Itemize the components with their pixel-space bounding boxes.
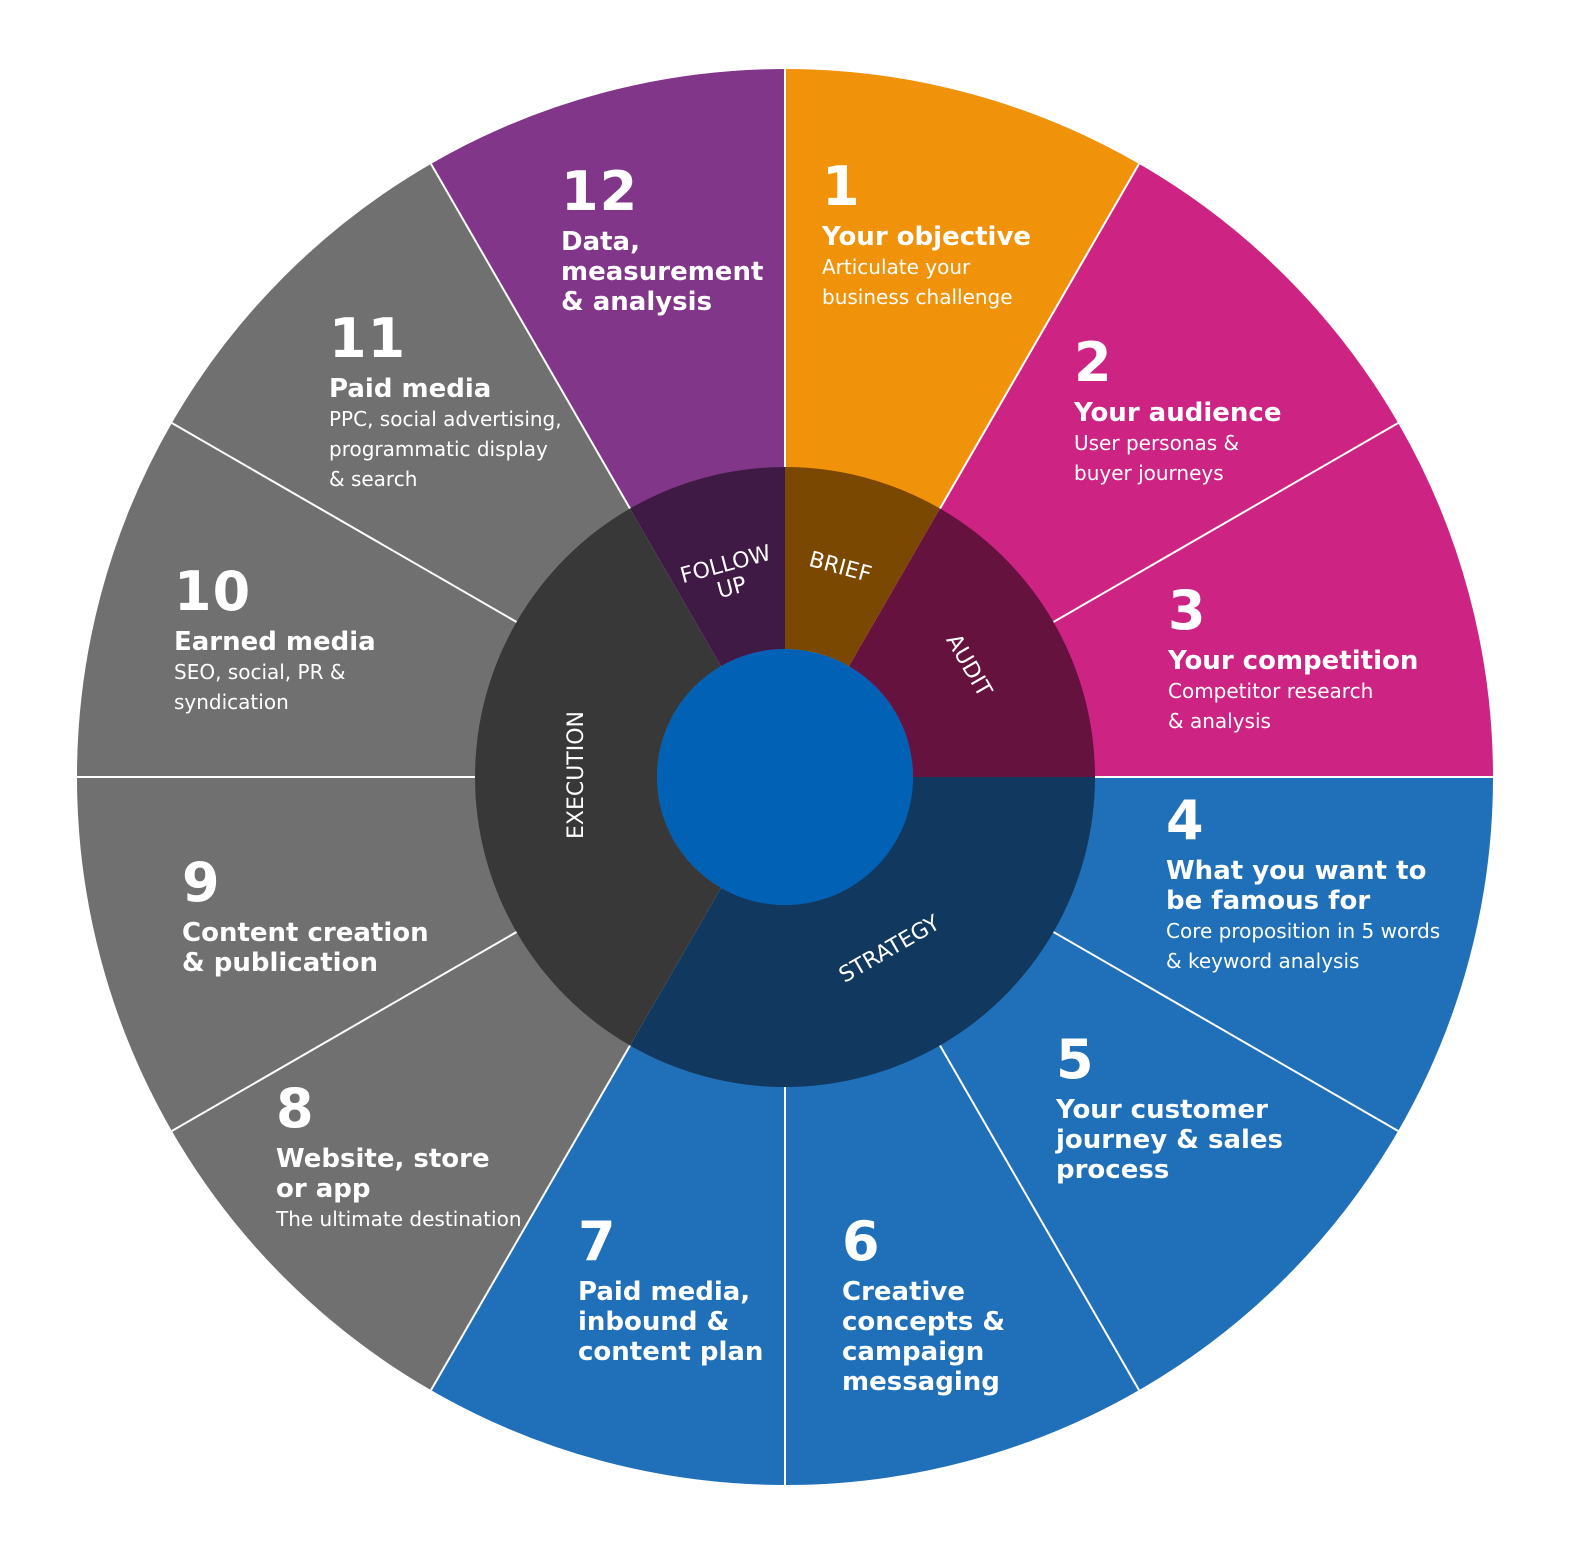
segment-1-label: 1 Your objective Articulate your busines… (822, 160, 1031, 312)
phase-audit-wedge (849, 508, 1095, 777)
segment-8-label: 8 Website, store or app The ultimate des… (276, 1082, 522, 1234)
segment-description: Articulate your business challenge (822, 255, 1013, 309)
segment-number: 1 (822, 155, 861, 218)
segment-title: Data, measurement & analysis (561, 227, 764, 317)
segment-title: What you want to be famous for (1166, 856, 1427, 916)
segment-title: Website, store or app (276, 1144, 490, 1204)
phase-followup-wedge (630, 467, 785, 667)
segment-title: Your audience (1074, 398, 1282, 428)
segment-2-label: 2 Your audience User personas & buyer jo… (1074, 336, 1281, 488)
segment-description: Competitor research & analysis (1168, 679, 1374, 733)
segment-title: Paid media, inbound & content plan (578, 1277, 764, 1367)
segment-12-label: 12 Data, measurement & analysis (561, 160, 764, 318)
segment-number: 7 (578, 1210, 617, 1273)
segment-number: 6 (842, 1210, 881, 1273)
segment-9-label: 9 Content creation & publication (182, 851, 429, 979)
segment-number: 9 (182, 851, 221, 914)
segment-number: 12 (561, 160, 639, 223)
segment-11-label: 11 Paid media PPC, social advertising, p… (329, 312, 562, 494)
segment-number: 4 (1166, 789, 1205, 852)
segment-3-label: 3 Your competition Competitor research &… (1168, 584, 1418, 736)
segment-title: Paid media (329, 374, 492, 404)
segment-10-label: 10 Earned media SEO, social, PR & syndic… (174, 565, 376, 717)
segment-description: User personas & buyer journeys (1074, 431, 1240, 485)
segment-title: Your objective (822, 222, 1032, 252)
segment-description: The ultimate destination (276, 1207, 522, 1231)
segment-number: 11 (329, 307, 407, 370)
segment-7-label: 7 Paid media, inbound & content plan (578, 1210, 764, 1368)
phase-brief-wedge (785, 467, 940, 667)
segment-number: 2 (1074, 331, 1113, 394)
segment-number: 5 (1056, 1028, 1095, 1091)
segment-description: PPC, social advertising, programmatic di… (329, 407, 562, 491)
segment-title: Your customer journey & sales process (1056, 1095, 1284, 1185)
inner-ring (475, 467, 1095, 1087)
phase-strategy-wedge (630, 777, 1095, 1087)
center-circle (657, 649, 913, 905)
segment-4-label: 4 What you want to be famous for Core pr… (1166, 794, 1440, 976)
segment-title: Content creation & publication (182, 918, 429, 978)
segment-title: Your competition (1168, 646, 1419, 676)
phase-execution-wedge (475, 508, 721, 1046)
segment-number: 3 (1168, 579, 1207, 642)
segment-description: Core proposition in 5 words & keyword an… (1166, 919, 1441, 973)
segment-title: Creative concepts & campaign messaging (842, 1277, 1006, 1397)
segment-title: Earned media (174, 627, 376, 657)
phase-execution-label: EXECUTION (564, 710, 589, 840)
segment-number: 10 (174, 560, 252, 623)
segment-6-label: 6 Creative concepts & campaign messaging (842, 1210, 1006, 1398)
segment-number: 8 (276, 1077, 315, 1140)
segment-description: SEO, social, PR & syndication (174, 660, 346, 714)
segment-5-label: 5 Your customer journey & sales process (1056, 1028, 1284, 1186)
